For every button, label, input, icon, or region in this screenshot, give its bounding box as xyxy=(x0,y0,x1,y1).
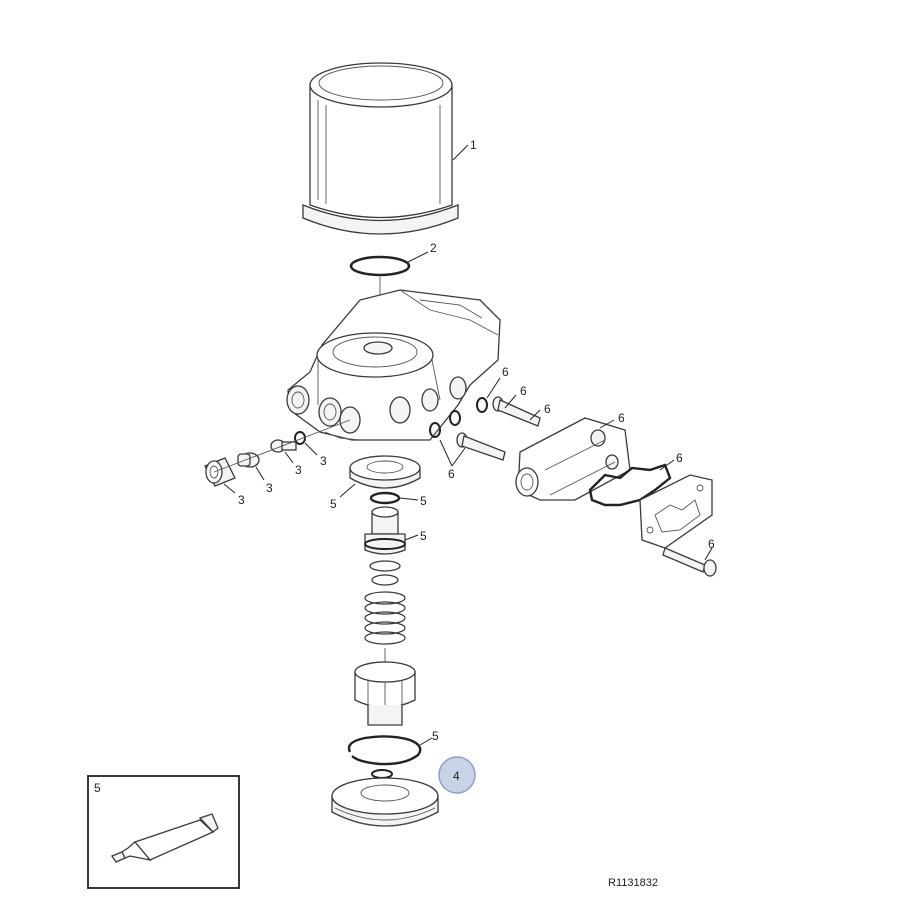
callout-1: 1 xyxy=(470,138,477,152)
cover-plate[interactable] xyxy=(639,474,713,549)
callout-3a: 3 xyxy=(238,493,245,507)
callout-6b: 6 xyxy=(520,384,527,398)
valve-body-lower[interactable] xyxy=(354,661,416,726)
callout-3c: 3 xyxy=(295,463,302,477)
callout-5b: 5 xyxy=(420,494,427,508)
seal-washer-3[interactable] xyxy=(294,431,306,445)
callout-5c: 5 xyxy=(420,529,427,543)
seal-washer-6a[interactable] xyxy=(429,422,441,438)
leader-6b xyxy=(504,394,517,409)
o-ring[interactable] xyxy=(349,255,411,277)
valve-block[interactable] xyxy=(515,417,631,501)
seal-washer-6b[interactable] xyxy=(449,410,461,426)
piston[interactable] xyxy=(364,506,406,555)
end-cap[interactable] xyxy=(331,777,439,827)
grease-tube-icon xyxy=(111,813,219,863)
valve-block-gasket[interactable] xyxy=(588,463,672,507)
plug-fitting-small[interactable] xyxy=(237,452,260,468)
spring[interactable] xyxy=(364,591,406,645)
callout-6e: 6 xyxy=(448,467,455,481)
leader-6e xyxy=(439,439,466,467)
valve-housing[interactable] xyxy=(286,289,501,441)
callout-4-highlight[interactable] xyxy=(438,756,476,794)
leader-6a xyxy=(486,377,501,399)
callout-6d: 6 xyxy=(618,411,625,425)
leader-axis-3 xyxy=(213,419,351,473)
inset-label: 5 xyxy=(94,781,101,795)
leader-3b xyxy=(255,466,265,481)
washer-stack[interactable] xyxy=(369,560,401,586)
reference-code: R1131832 xyxy=(608,877,658,889)
callout-3b: 3 xyxy=(266,481,273,495)
leader-5d xyxy=(419,737,433,746)
callout-3d: 3 xyxy=(320,454,327,468)
leader-6d xyxy=(599,419,615,429)
callout-6a: 6 xyxy=(502,365,509,379)
leader-5a xyxy=(339,483,356,498)
callout-6c: 6 xyxy=(544,402,551,416)
bolt-6b[interactable] xyxy=(456,432,506,461)
leader-6c xyxy=(529,409,541,421)
leader-3a xyxy=(223,483,236,494)
callout-6g: 6 xyxy=(708,537,715,551)
leader-2 xyxy=(407,251,429,263)
callout-2: 2 xyxy=(430,241,437,255)
bolt-6c[interactable] xyxy=(662,547,717,577)
leader-5b xyxy=(399,497,419,501)
callout-6f: 6 xyxy=(676,451,683,465)
leader-3d xyxy=(304,442,318,456)
filter-cartridge[interactable] xyxy=(302,62,459,235)
plug-fitting-large[interactable] xyxy=(204,457,236,487)
leader-6f xyxy=(659,459,675,471)
circlip[interactable] xyxy=(347,735,422,766)
valve-seat[interactable] xyxy=(349,455,421,489)
callout-4: 4 xyxy=(453,769,460,783)
callout-5d: 5 xyxy=(432,729,439,743)
callout-5a: 5 xyxy=(330,497,337,511)
leader-6g xyxy=(704,547,713,561)
seal-ring-small[interactable] xyxy=(371,769,393,779)
leader-5c xyxy=(404,534,419,541)
bolt-6a[interactable] xyxy=(492,396,541,427)
seal-ring-5[interactable] xyxy=(369,491,401,505)
leader-1 xyxy=(452,144,469,161)
seal-washer-6c[interactable] xyxy=(476,397,488,413)
leader-3c xyxy=(284,451,294,464)
